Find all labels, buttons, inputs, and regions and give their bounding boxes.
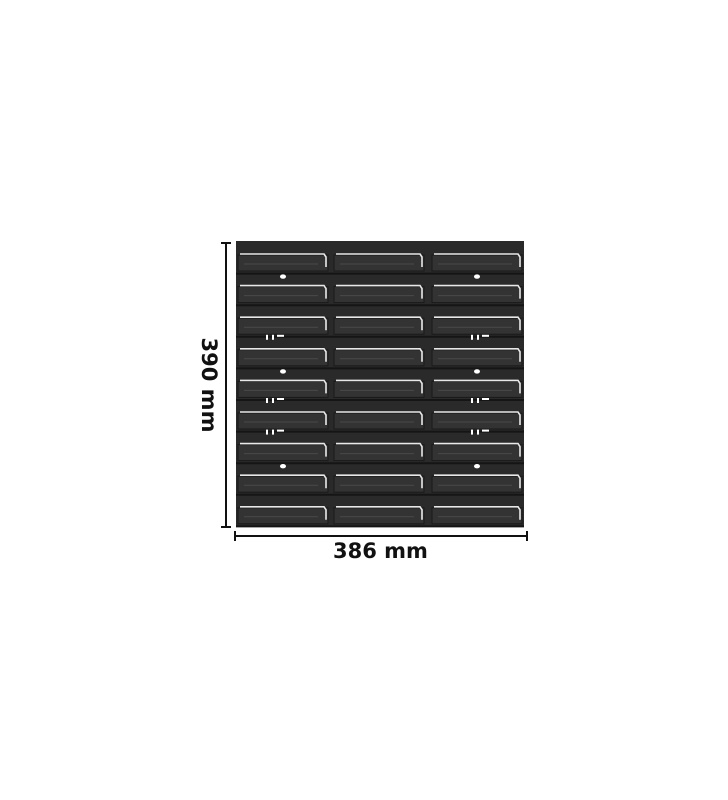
up-mark xyxy=(266,398,268,403)
slot-edge xyxy=(240,316,327,331)
bin-slot xyxy=(333,349,425,367)
slot-edge xyxy=(336,284,423,299)
bin-slot xyxy=(237,349,329,367)
slot-edge xyxy=(434,348,521,362)
up-mark xyxy=(266,429,268,435)
bin-slot xyxy=(333,475,425,493)
slot-edge xyxy=(336,316,423,331)
bin-slot xyxy=(237,444,329,462)
up-mark xyxy=(471,334,473,340)
up-mark xyxy=(277,429,284,432)
mounting-hole xyxy=(474,274,480,279)
slot-edge xyxy=(336,442,423,457)
bin-slot xyxy=(431,254,523,272)
slot-edge xyxy=(434,253,521,267)
slot-edge xyxy=(434,284,521,299)
width-label: 386 mm xyxy=(333,539,428,563)
up-mark xyxy=(477,398,479,403)
dimension-lines xyxy=(221,242,528,541)
up-mark xyxy=(477,334,479,340)
slot-edge xyxy=(336,506,423,520)
slot-edge xyxy=(434,474,521,489)
up-mark xyxy=(266,334,268,340)
bin-slot xyxy=(333,254,425,272)
slot-edge xyxy=(336,411,423,425)
up-mark xyxy=(272,398,274,403)
bin-slot xyxy=(333,317,425,335)
bin-slot xyxy=(237,412,329,430)
up-mark xyxy=(477,429,479,435)
slot-edge xyxy=(240,379,327,394)
bin-slot xyxy=(431,444,523,462)
bin-slot xyxy=(333,507,425,525)
slot-edge xyxy=(336,379,423,394)
slot-edge xyxy=(240,253,327,267)
bin-slot xyxy=(237,286,329,304)
mounting-hole xyxy=(474,369,480,374)
mounting-hole xyxy=(280,464,286,469)
up-mark xyxy=(277,334,284,337)
slot-edge xyxy=(434,379,521,394)
bin-slot xyxy=(333,412,425,430)
bin-slot xyxy=(431,380,523,398)
mounting-hole xyxy=(474,464,480,469)
mounting-hole xyxy=(280,369,286,374)
up-mark xyxy=(482,398,489,400)
slot-edge xyxy=(240,474,327,489)
slot-edge xyxy=(240,411,327,425)
bin-slot xyxy=(431,349,523,367)
slot-edge xyxy=(336,474,423,489)
bin-slot xyxy=(431,286,523,304)
slot-edge xyxy=(336,253,423,267)
bin-slot xyxy=(431,475,523,493)
up-mark xyxy=(471,429,473,435)
bin-slot xyxy=(333,286,425,304)
slot-edge xyxy=(434,506,521,520)
slot-edge xyxy=(240,442,327,457)
bin-slot xyxy=(237,380,329,398)
bin-slot xyxy=(237,475,329,493)
mounting-hole xyxy=(280,274,286,279)
bin-slot xyxy=(237,507,329,525)
up-mark xyxy=(482,429,489,432)
slot-edge xyxy=(240,506,327,520)
bin-slot xyxy=(333,444,425,462)
slot-edge xyxy=(240,348,327,362)
up-mark xyxy=(272,334,274,340)
slot-edge xyxy=(434,316,521,331)
up-mark xyxy=(272,429,274,435)
slot-edge xyxy=(336,348,423,362)
bin-slot xyxy=(431,317,523,335)
bin-slot xyxy=(237,254,329,272)
bin-slot xyxy=(431,507,523,525)
bin-slot xyxy=(333,380,425,398)
slot-edge xyxy=(240,284,327,299)
up-mark xyxy=(482,334,489,337)
up-mark xyxy=(277,398,284,400)
slot-edge xyxy=(434,442,521,457)
up-mark xyxy=(471,398,473,403)
bin-slot xyxy=(431,412,523,430)
height-label: 390 mm xyxy=(197,337,221,433)
slot-edge xyxy=(434,411,521,425)
bin-slot xyxy=(237,317,329,335)
